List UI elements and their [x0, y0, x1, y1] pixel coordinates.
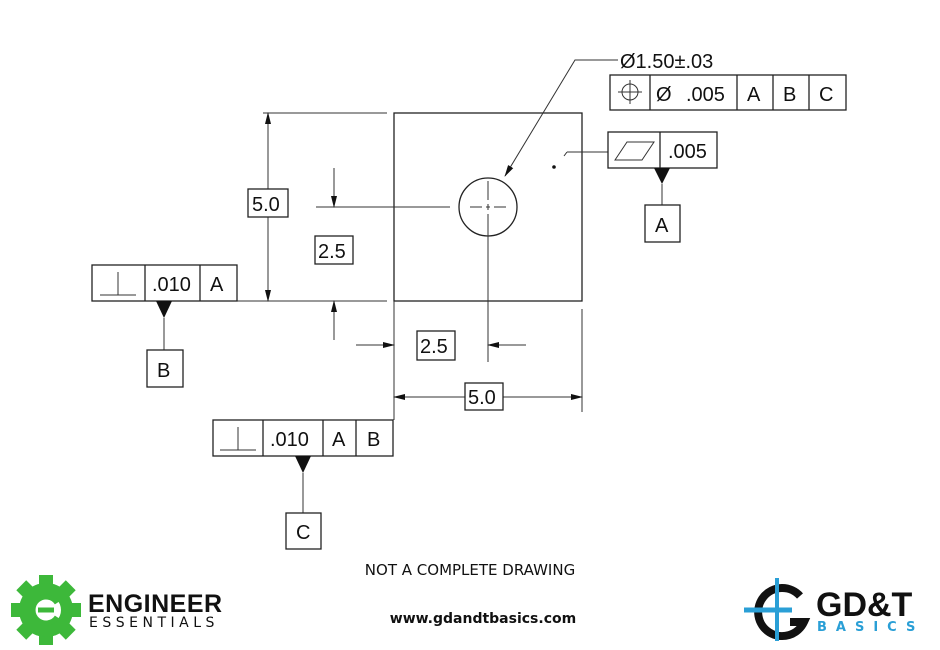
engineer-essentials-logo-subtext: ESSENTIALS: [89, 615, 219, 631]
perpendicularity-icon: [100, 272, 136, 296]
svg-text:A: A: [655, 215, 669, 237]
svg-text:.005: .005: [668, 141, 707, 163]
dim-width: 5.0: [468, 387, 496, 409]
svg-text:.005: .005: [686, 84, 725, 106]
svg-text:A: A: [210, 274, 224, 296]
hole-callout: Ø1.50±.03: [620, 51, 713, 73]
svg-text:B: B: [367, 429, 380, 451]
flatness-icon: [614, 141, 655, 161]
svg-text:C: C: [819, 84, 833, 106]
gdt-basics-logo-icon: [744, 578, 811, 641]
drawing-note: NOT A COMPLETE DRAWING: [364, 561, 576, 579]
flatness-fcf: .005 A: [552, 131, 718, 243]
svg-text:B: B: [157, 360, 170, 382]
centerlines: [316, 181, 506, 362]
perpendicularity-icon: [220, 427, 256, 451]
svg-text:C: C: [296, 522, 310, 544]
left-perpendicularity-fcf: .010 A B: [91, 264, 238, 388]
engineer-essentials-logo-text: ENGINEER: [88, 590, 223, 618]
position-icon: [618, 80, 642, 104]
engineer-essentials-gear-icon: [11, 575, 81, 645]
dim-hole-x: 2.5: [420, 336, 448, 358]
svg-text:.010: .010: [152, 274, 191, 296]
gdt-basics-logo-text: GD&T: [816, 586, 913, 624]
svg-text:A: A: [332, 429, 346, 451]
svg-text:.010: .010: [270, 429, 309, 451]
dim-height: 5.0: [252, 194, 280, 216]
svg-text:Ø: Ø: [656, 84, 672, 106]
hole-leader: [504, 59, 618, 177]
gdt-basics-logo-subtext: BASICS: [817, 620, 925, 635]
svg-text:B: B: [783, 84, 796, 106]
svg-text:A: A: [747, 84, 761, 106]
website-url[interactable]: www.gdandtbasics.com: [389, 611, 577, 627]
dim-hole-y: 2.5: [318, 241, 346, 263]
bottom-perpendicularity-fcf: .010 A B C: [212, 419, 394, 550]
position-fcf: Ø .005 A B C: [609, 74, 847, 111]
